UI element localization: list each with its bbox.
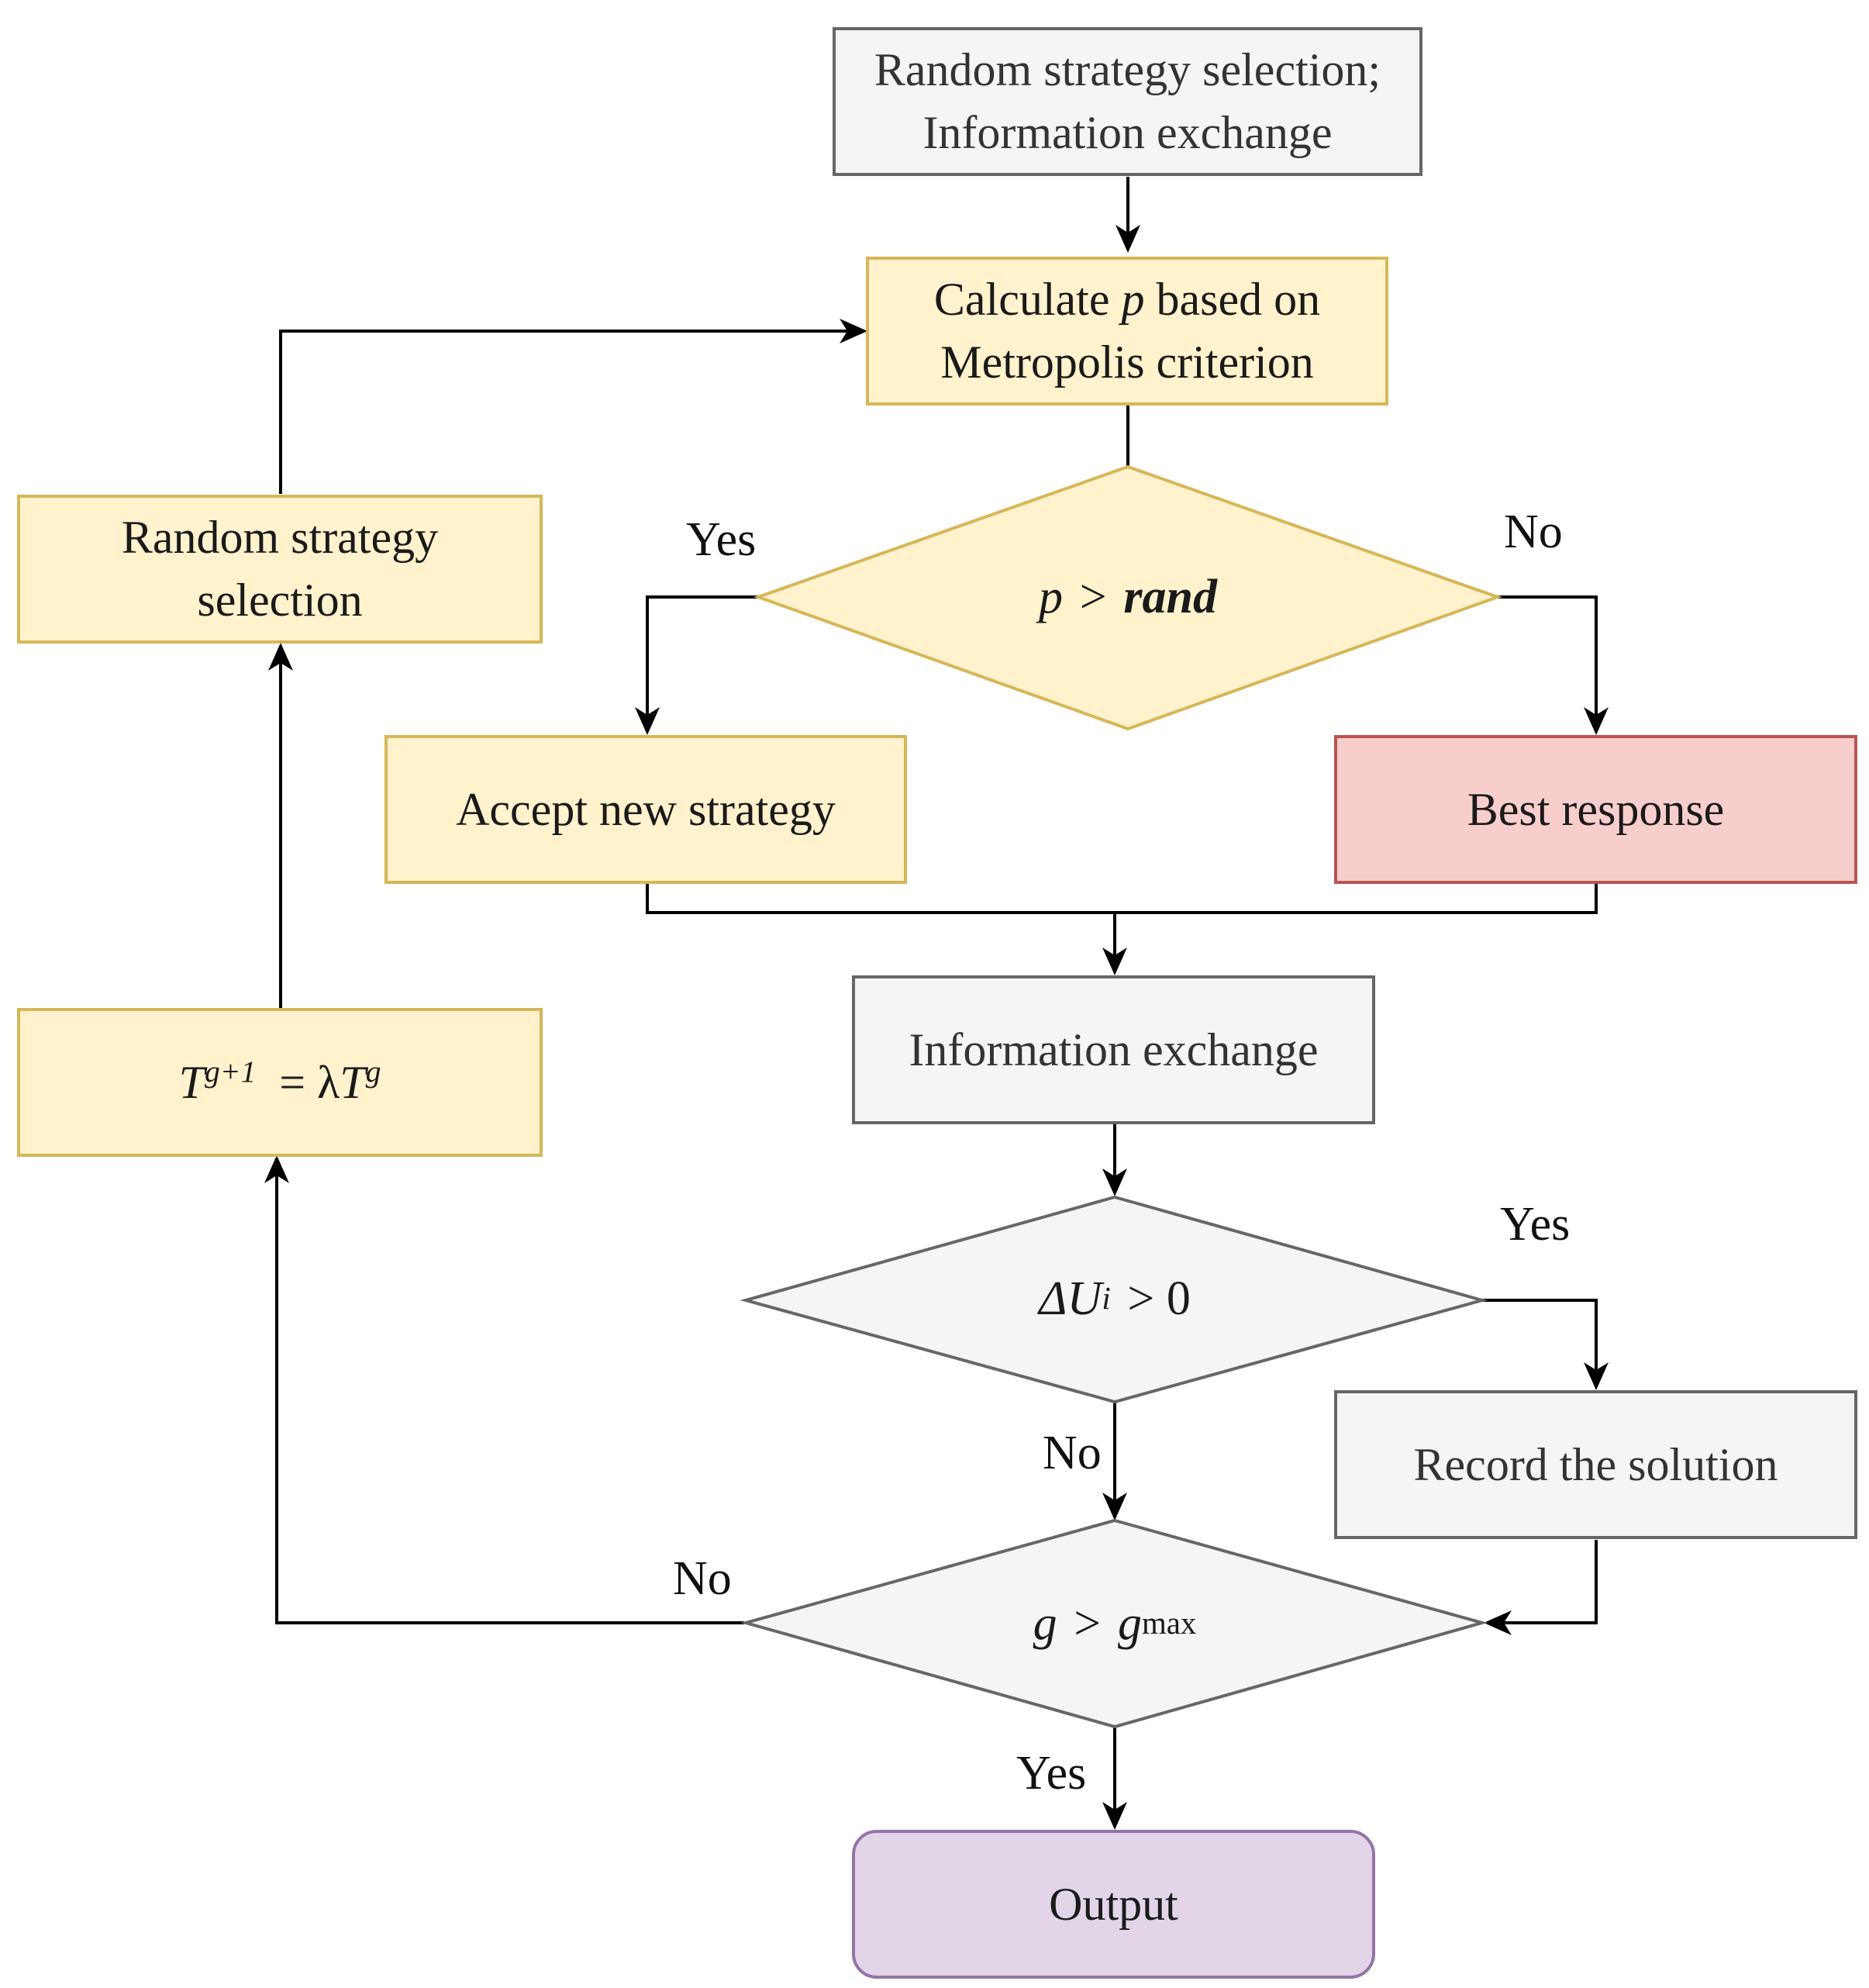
edge-rand-no <box>1498 595 1609 735</box>
start-line1: Random strategy selection; <box>874 44 1381 95</box>
edge-label-g-no: No <box>673 1552 732 1605</box>
decision-g-gmax: g <box>1117 1596 1142 1650</box>
random-sel-line2: selection <box>197 575 363 626</box>
temp-T2: T <box>340 1056 366 1108</box>
accept-label: Accept new strategy <box>456 783 836 835</box>
edge-label-g-yes: Yes <box>1016 1747 1087 1800</box>
record-label: Record the solution <box>1413 1438 1778 1490</box>
edge-label-delta-no: No <box>1043 1427 1102 1479</box>
decision-g-g: g <box>1033 1596 1057 1650</box>
decision-delta-du: ΔU <box>1039 1272 1102 1325</box>
decision-diamond-g <box>740 1518 1488 1729</box>
node-best-response: Best response <box>1334 735 1857 884</box>
temp-T: T <box>178 1056 205 1108</box>
temp-eq: = λ <box>279 1056 340 1108</box>
info-label: Information exchange <box>909 1023 1319 1075</box>
node-start: Random strategy selection; Information e… <box>833 27 1422 176</box>
edge-delta-yes <box>1482 1299 1609 1390</box>
edge-label-rand-yes: Yes <box>686 513 757 566</box>
node-output: Output <box>852 1830 1375 1979</box>
edge-record-to-g <box>1484 1540 1598 1635</box>
edge-accept-merge <box>646 883 1598 914</box>
node-accept-new-strategy: Accept new strategy <box>384 735 907 884</box>
edge-rand-yes <box>635 595 758 735</box>
node-record-solution: Record the solution <box>1334 1390 1857 1539</box>
decision-rand-label: p > rand <box>913 558 1343 636</box>
best-label: Best response <box>1467 783 1725 835</box>
edge-random-to-calc <box>279 319 867 494</box>
start-line2: Information exchange <box>922 107 1333 158</box>
calc-var-p: p <box>1121 274 1145 325</box>
calc-line2: Metropolis criterion <box>940 337 1314 388</box>
decision-g-gt: > <box>1074 1596 1102 1650</box>
node-random-strategy-selection: Random strategy selection <box>17 495 543 644</box>
temp-sup1: g+1 <box>204 1054 257 1089</box>
decision-rand-gt: > <box>1079 570 1107 623</box>
random-sel-line1: Random strategy <box>121 512 439 563</box>
calc-line1-pre: Calculate <box>933 274 1110 325</box>
decision-delta-rest: > 0 <box>1127 1272 1191 1325</box>
edge-g-no <box>264 1155 744 1624</box>
node-temperature-update: Tg+1 = λTg <box>17 1008 543 1157</box>
calc-line1-post: based on <box>1156 274 1321 325</box>
calc-line1: Calculate p based on <box>934 268 1320 331</box>
edge-label-delta-yes: Yes <box>1500 1198 1571 1251</box>
decision-rand-p: p <box>1039 570 1064 623</box>
decision-rand-rand: rand <box>1123 570 1217 623</box>
output-label: Output <box>1049 1878 1178 1930</box>
decision-diamond-delta <box>740 1195 1488 1404</box>
node-information-exchange: Information exchange <box>852 975 1375 1124</box>
decision-diamond-rand <box>753 464 1502 731</box>
temp-sup2: g <box>365 1054 381 1089</box>
node-calculate-p: Calculate p based on Metropolis criterio… <box>866 257 1388 406</box>
edge-label-rand-no: No <box>1504 506 1563 558</box>
